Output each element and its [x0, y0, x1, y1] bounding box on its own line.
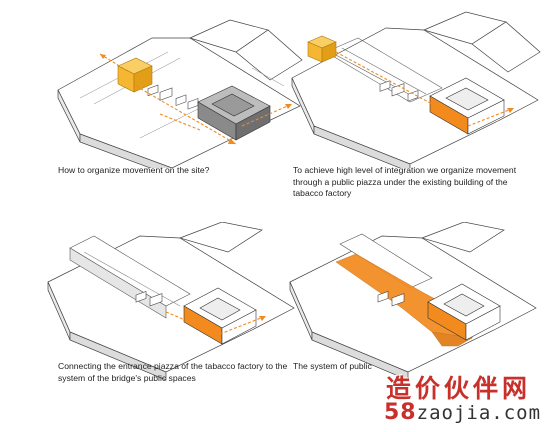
watermark-site-domain: zaojia.com — [416, 402, 542, 424]
diagram-panel-connecting — [40, 222, 312, 382]
caption-panel-3: Connecting the entrance piazza of the ta… — [58, 361, 288, 383]
factory-building-highlighted — [427, 283, 501, 341]
site-axonometric-2 — [291, 11, 541, 168]
movement-arrows — [165, 311, 267, 335]
small-buildings — [379, 80, 419, 102]
watermark-chinese: 造价伙伴网 — [386, 374, 532, 403]
site-axonometric-1 — [57, 19, 303, 168]
small-buildings — [377, 291, 405, 307]
diagram-panel-piazza — [282, 8, 554, 168]
factory-building-highlighted — [429, 77, 505, 135]
diagram-panel-movement-question — [40, 8, 312, 168]
caption-panel-4: The system of public — [293, 361, 372, 371]
yellow-cube — [307, 35, 337, 63]
bridge-corridor — [69, 235, 191, 319]
caption-panel-1: How to organize movement on the site? — [58, 165, 210, 175]
watermark-site-number: 58 — [384, 400, 417, 425]
small-buildings — [147, 84, 199, 110]
site-axonometric-4 — [289, 222, 537, 381]
factory-building — [197, 85, 271, 141]
diagram-panel-public-system — [282, 222, 554, 382]
small-buildings — [135, 291, 163, 307]
caption-panel-2: To achieve high level of integration we … — [293, 165, 517, 198]
watermark-site: 58zaojia.com — [384, 400, 541, 425]
site-axonometric-3 — [47, 222, 295, 381]
movement-arrows — [335, 51, 515, 127]
yellow-cube — [117, 57, 153, 93]
